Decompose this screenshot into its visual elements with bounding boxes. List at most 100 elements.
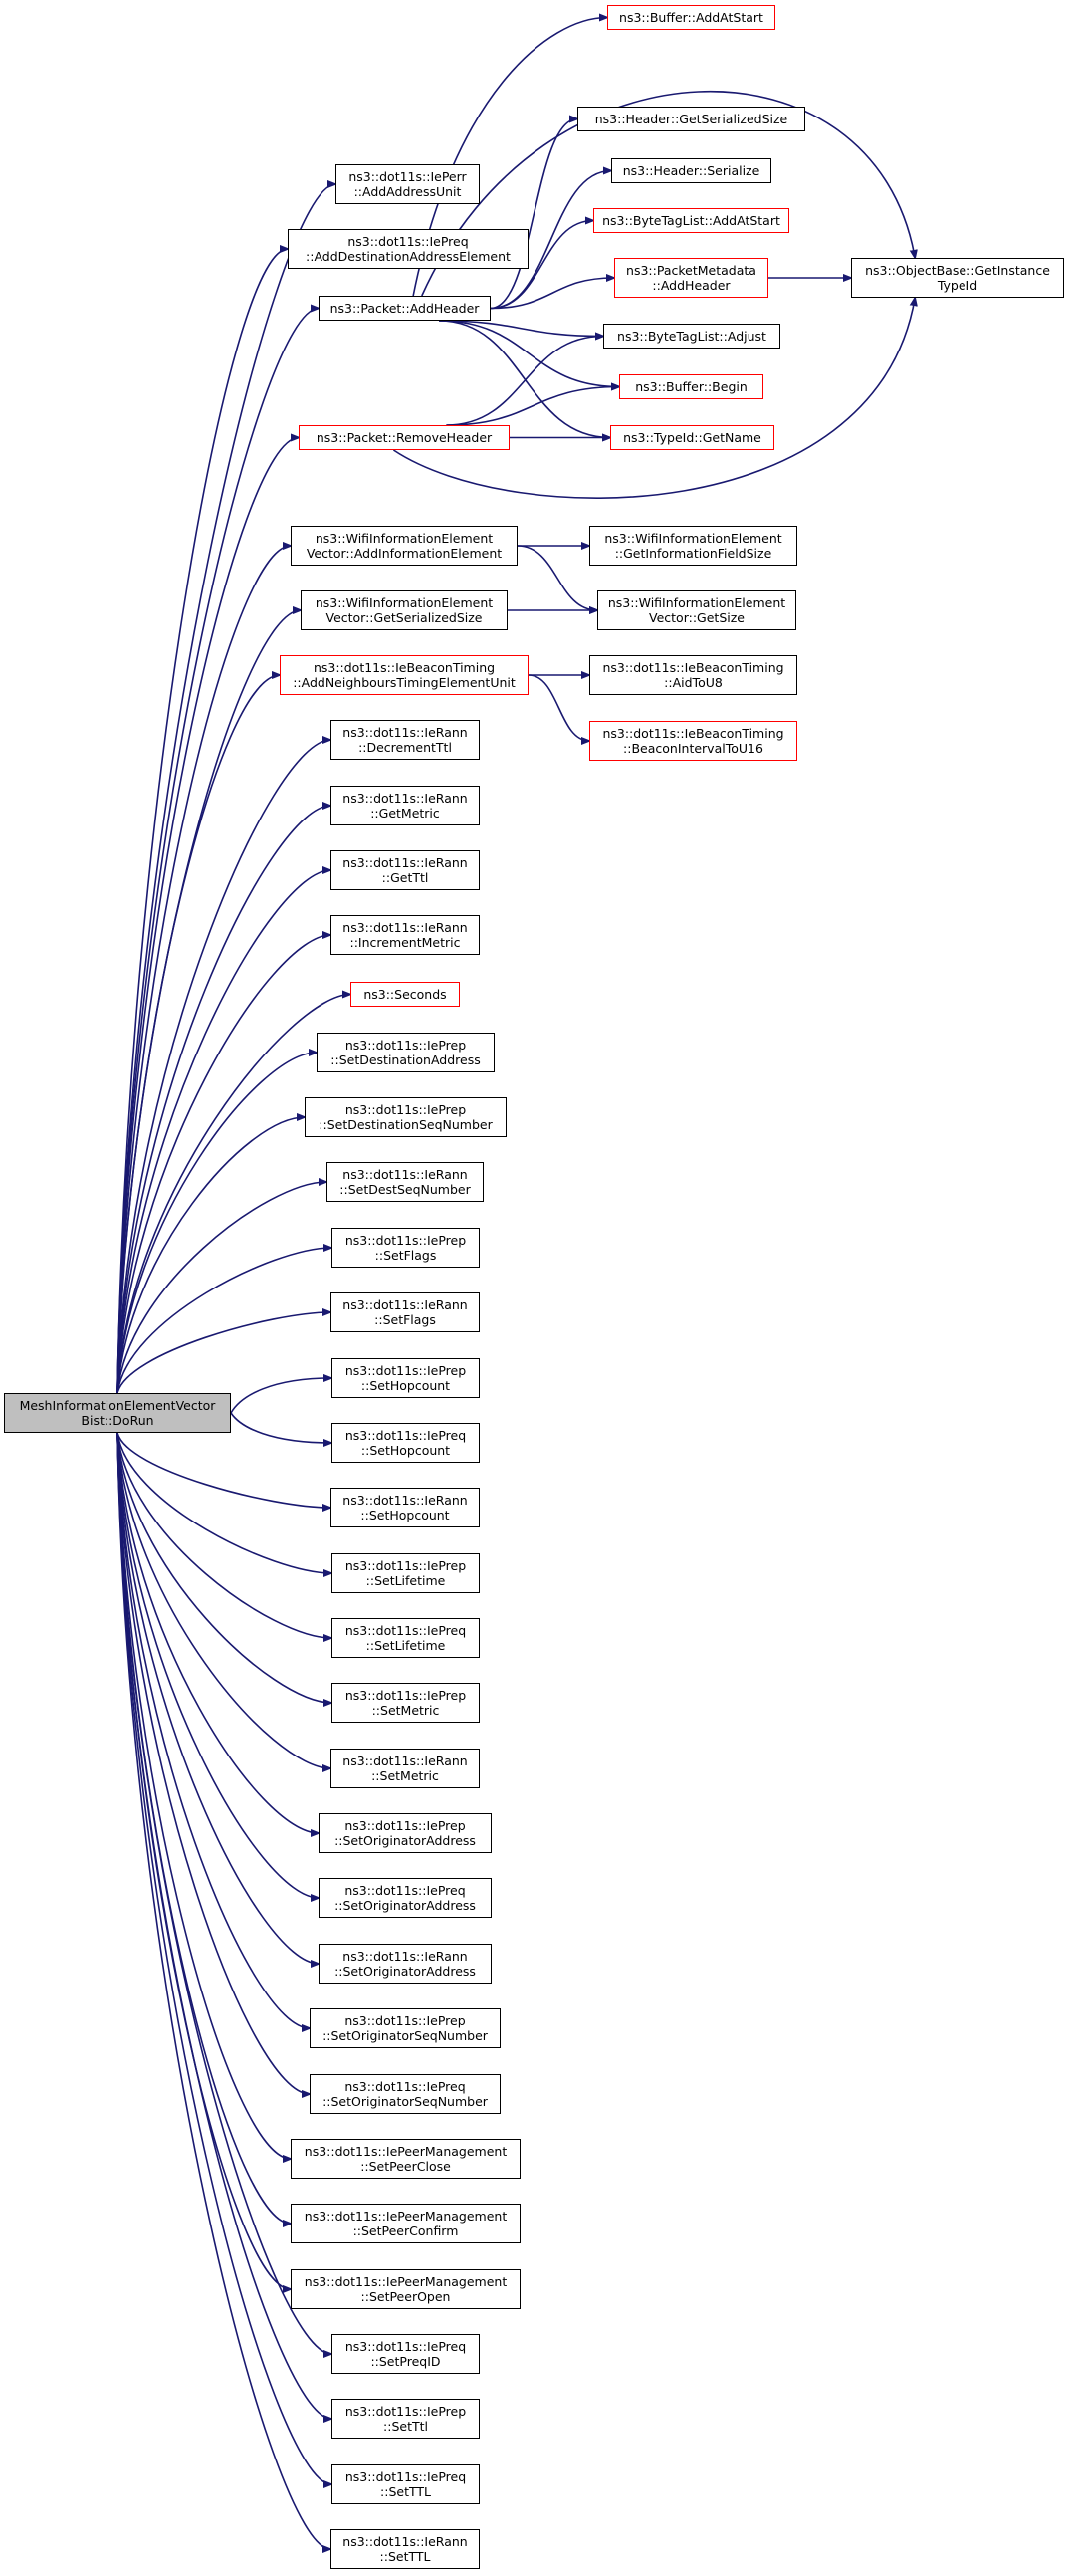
function-node[interactable]: ns3::dot11s::IeBeaconTiming::AidToU8	[589, 655, 797, 695]
function-node[interactable]: ns3::dot11s::IePrep::SetMetric	[331, 1683, 480, 1723]
function-node[interactable]: ns3::dot11s::IePrep::SetTtl	[331, 2399, 480, 2439]
call-edge	[116, 1432, 291, 2289]
node-label-line: ::SetLifetime	[365, 1573, 446, 1588]
function-node[interactable]: ns3::dot11s::IePrep::SetHopcount	[331, 1358, 480, 1398]
function-node[interactable]: ns3::dot11s::IePrep::SetOriginatorSeqNum…	[310, 2008, 501, 2048]
function-node[interactable]: ns3::dot11s::IeRann::SetFlags	[330, 1292, 480, 1332]
node-label-line: ::AddAddressUnit	[353, 184, 462, 199]
call-edge	[439, 320, 603, 337]
call-edge	[116, 438, 299, 1394]
function-node[interactable]: ns3::dot11s::IeRann::SetTTL	[330, 2529, 480, 2569]
node-label-line: ::SetPeerClose	[360, 2159, 451, 2174]
call-edge	[116, 1432, 319, 1898]
function-node[interactable]: ns3::Packet::AddHeader	[319, 296, 491, 321]
function-node[interactable]: ns3::dot11s::IePerr::AddAddressUnit	[335, 164, 480, 204]
function-node[interactable]: ns3::ByteTagList::AddAtStart	[593, 208, 789, 233]
function-node[interactable]: ns3::dot11s::IePrep::SetLifetime	[331, 1553, 480, 1593]
call-edge	[116, 1432, 291, 2159]
function-node[interactable]: ns3::dot11s::IeRann::IncrementMetric	[330, 915, 480, 955]
function-node[interactable]: ns3::dot11s::IePreq::SetOriginatorSeqNum…	[310, 2074, 501, 2114]
call-edge	[528, 674, 589, 741]
node-label-line: ::SetHopcount	[360, 1508, 450, 1522]
node-label-line: ns3::dot11s::IePeerManagement	[304, 2144, 508, 2159]
function-node[interactable]: ns3::dot11s::IePrep::SetFlags	[331, 1228, 480, 1268]
function-node[interactable]: ns3::PacketMetadata::AddHeader	[614, 258, 768, 298]
node-label-line: ::SetOriginatorAddress	[334, 1833, 476, 1848]
function-node[interactable]: ns3::dot11s::IeRann::SetOriginatorAddres…	[319, 1944, 492, 1984]
function-node[interactable]: ns3::dot11s::IeBeaconTiming::BeaconInter…	[589, 721, 797, 761]
function-node[interactable]: ns3::Buffer::Begin	[619, 374, 763, 399]
node-label-line: ::GetTtl	[381, 870, 429, 885]
function-node[interactable]: ns3::Buffer::AddAtStart	[607, 5, 775, 30]
function-node[interactable]: ns3::Seconds	[350, 982, 460, 1007]
node-label-line: ::SetDestSeqNumber	[339, 1182, 471, 1197]
node-label-line: ns3::dot11s::IeRann	[342, 1167, 468, 1182]
node-label-line: ::SetHopcount	[360, 1378, 451, 1393]
function-node[interactable]: ns3::Packet::RemoveHeader	[299, 425, 510, 450]
function-node[interactable]: ns3::dot11s::IePrep::SetDestinationSeqNu…	[305, 1097, 507, 1137]
function-node[interactable]: ns3::dot11s::IePreq::AddDestinationAddre…	[288, 229, 529, 269]
function-node[interactable]: ns3::dot11s::IePreq::SetOriginatorAddres…	[319, 1878, 492, 1918]
call-edge	[116, 1117, 305, 1394]
node-label-line: ::IncrementMetric	[349, 935, 461, 950]
function-node[interactable]: ns3::dot11s::IePreq::SetTTL	[331, 2464, 480, 2504]
function-node[interactable]: ns3::dot11s::IeRann::GetTtl	[330, 850, 480, 890]
node-label-line: ns3::dot11s::IePrep	[344, 1558, 467, 1573]
node-label-line: ns3::Header::GetSerializedSize	[594, 112, 788, 126]
function-node[interactable]: ns3::dot11s::IeRann::DecrementTtl	[330, 720, 480, 760]
function-node[interactable]: ns3::dot11s::IePeerManagement::SetPeerOp…	[291, 2269, 521, 2309]
function-node[interactable]: ns3::dot11s::IePreq::SetLifetime	[331, 1618, 480, 1658]
node-label-line: ns3::dot11s::IeRann	[342, 1949, 468, 1964]
node-label-line: ::SetDestinationAddress	[330, 1053, 481, 1067]
function-node[interactable]: ns3::dot11s::IeRann::SetHopcount	[330, 1488, 480, 1527]
call-edge	[439, 320, 610, 438]
function-node[interactable]: ns3::dot11s::IePreq::SetHopcount	[331, 1423, 480, 1463]
function-node[interactable]: ns3::dot11s::IePreq::SetPreqID	[331, 2334, 480, 2374]
function-node[interactable]: ns3::dot11s::IeRann::SetMetric	[330, 1749, 480, 1788]
node-label-line: ns3::Packet::AddHeader	[329, 301, 480, 316]
node-label-line: ns3::Buffer::AddAtStart	[619, 10, 763, 25]
node-label-line: ns3::dot11s::IePerr	[348, 169, 467, 184]
node-label-line: ns3::WifiInformationElement	[315, 531, 494, 546]
call-edge	[116, 1432, 331, 1703]
node-label-line: ::SetOriginatorSeqNumber	[322, 2094, 488, 2109]
function-node[interactable]: ns3::TypeId::GetName	[610, 425, 774, 450]
call-edge	[116, 1432, 319, 1833]
function-node[interactable]: ns3::ByteTagList::Adjust	[603, 324, 780, 349]
node-label-line: ns3::WifiInformationElement	[604, 531, 782, 546]
node-label-line: ns3::dot11s::IeBeaconTiming	[602, 660, 784, 675]
node-label-line: Bist::DoRun	[81, 1413, 154, 1428]
call-edge	[116, 1312, 330, 1394]
call-edge	[116, 806, 330, 1394]
call-edge	[116, 675, 280, 1394]
function-node[interactable]: ns3::dot11s::IePeerManagement::SetPeerCl…	[291, 2139, 521, 2179]
call-edge	[116, 1432, 330, 2549]
node-label-line: ns3::dot11s::IeBeaconTiming	[602, 726, 784, 741]
node-label-line: ::SetTTL	[379, 2549, 431, 2564]
call-edge	[116, 1432, 331, 1638]
node-label-line: ns3::PacketMetadata	[626, 263, 756, 278]
call-edge	[439, 320, 619, 387]
node-label-line: ns3::dot11s::IeRann	[342, 1754, 468, 1768]
node-label-line: ns3::WifiInformationElement	[315, 595, 494, 610]
node-label-line: ::SetOriginatorAddress	[334, 1898, 476, 1913]
function-node[interactable]: ns3::dot11s::IePrep::SetDestinationAddre…	[317, 1033, 495, 1072]
function-node[interactable]: ns3::dot11s::IeRann::GetMetric	[330, 786, 480, 825]
function-node[interactable]: ns3::Header::GetSerializedSize	[577, 107, 805, 131]
call-edge	[116, 740, 330, 1394]
node-label-line: ::AddHeader	[652, 278, 731, 293]
function-node[interactable]: ns3::Header::Serialize	[611, 158, 771, 183]
function-node[interactable]: ns3::dot11s::IeRann::SetDestSeqNumber	[326, 1162, 484, 1202]
function-node[interactable]: ns3::dot11s::IePeerManagement::SetPeerCo…	[291, 2204, 521, 2243]
call-edge	[421, 91, 915, 297]
node-label-line: ns3::dot11s::IePreq	[344, 2339, 467, 2354]
node-label-line: ::GetMetric	[370, 806, 440, 820]
function-node[interactable]: ns3::WifiInformationElement::GetInformat…	[589, 526, 797, 566]
node-label-line: ns3::Buffer::Begin	[635, 379, 748, 394]
function-node[interactable]: ns3::dot11s::IeBeaconTiming::AddNeighbou…	[280, 655, 529, 695]
function-node[interactable]: ns3::dot11s::IePrep::SetOriginatorAddres…	[319, 1813, 492, 1853]
